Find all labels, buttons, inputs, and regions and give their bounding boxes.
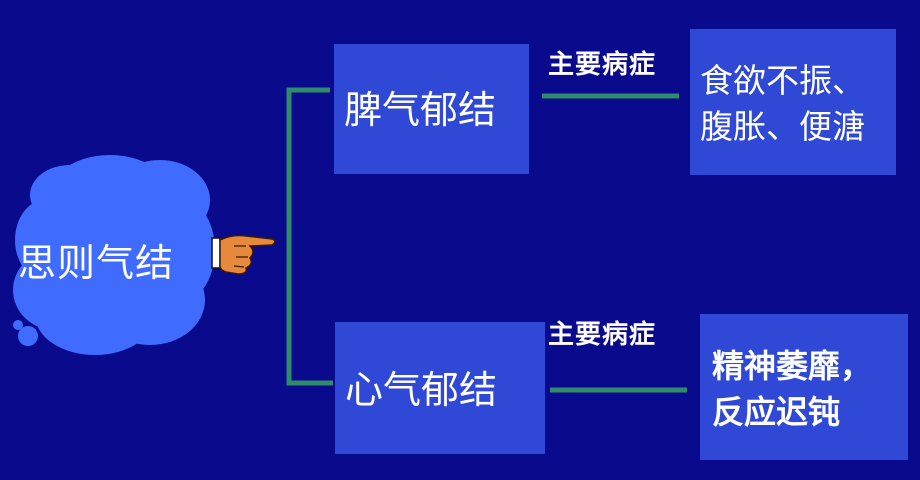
result-box-1 [690, 29, 896, 175]
pointing-hand-icon [211, 234, 276, 275]
node-box-heart [335, 322, 545, 454]
node-label-heart: 心气郁结 [345, 368, 498, 412]
result-box-2 [700, 314, 908, 460]
cloud-shape [13, 155, 215, 355]
result-text-2: 精神萎靡， 反应迟钝 [712, 347, 873, 431]
root-node-label: 思则气结 [18, 241, 175, 285]
branch-bracket [286, 87, 333, 386]
edge-label-1: 主要病症 [548, 50, 657, 80]
node-box-spleen [334, 44, 529, 174]
node-label-spleen: 脾气郁结 [344, 88, 497, 132]
edge-label-2: 主要病症 [548, 320, 657, 350]
result-text-1: 食欲不振、 腹胀、便溏 [700, 61, 865, 146]
